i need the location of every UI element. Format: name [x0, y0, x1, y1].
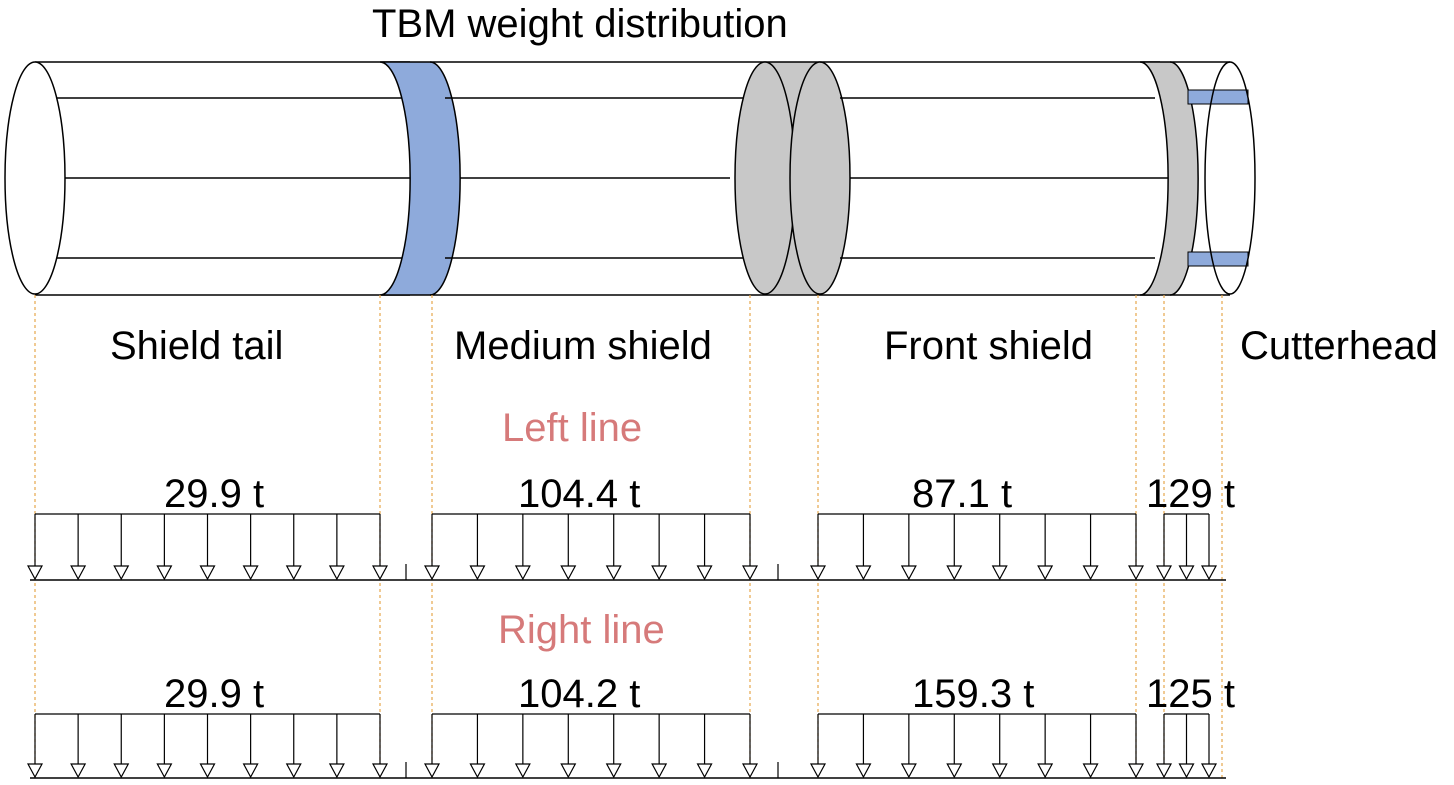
right-load-cutterhead: 125 t [1146, 672, 1235, 716]
tbm-body [4, 61, 1256, 296]
right-line-label: Right line [498, 608, 665, 652]
load-arrow-head [1037, 565, 1054, 581]
load-arrow-head [423, 565, 441, 581]
load-arrow-head [26, 565, 44, 581]
load-arrow-head [651, 565, 668, 581]
load-arrow-head [1178, 763, 1195, 779]
load-arrow-head [560, 763, 577, 779]
medium-shield-body [430, 61, 765, 296]
load-arrow-head [991, 565, 1008, 581]
load-arrow-head [946, 763, 963, 779]
load-arrow-head [156, 763, 173, 779]
load-arrow-head [1200, 763, 1218, 779]
load-arrow-head [900, 565, 917, 581]
load-arrow-head [1155, 763, 1173, 779]
load-arrow-head [696, 763, 713, 779]
load-arrow-head [809, 565, 827, 581]
right-load-medium-shield: 104.2 t [518, 672, 641, 716]
load-arrow-head [242, 565, 259, 581]
load-arrow-head [855, 763, 872, 779]
front-shield-body [820, 61, 1198, 296]
load-arrow-head [991, 763, 1008, 779]
load-arrow-head [855, 565, 872, 581]
load-arrow-head [514, 763, 531, 779]
load-arrow-head [469, 763, 486, 779]
load-diagrams [26, 513, 1226, 779]
load-arrow-head [26, 763, 44, 779]
load-arrow-head [113, 565, 130, 581]
load-arrow-head [113, 763, 130, 779]
segment-label-shield-tail: Shield tail [110, 324, 284, 368]
left-line-label: Left line [502, 406, 643, 450]
cutterhead-body [1170, 61, 1256, 296]
segment-label-cutterhead: Cutterhead [1240, 324, 1438, 368]
segment-label-medium-shield: Medium shield [454, 324, 712, 368]
load-arrow-head [946, 565, 963, 581]
segment-label-front-shield: Front shield [884, 324, 1093, 368]
shield-tail-body [4, 61, 420, 296]
load-arrow-head [328, 565, 345, 581]
load-arrow-head [560, 565, 577, 581]
load-arrow-head [809, 763, 827, 779]
load-arrow-head [242, 763, 259, 779]
load-arrow-head [1155, 565, 1173, 581]
load-arrow-head [371, 763, 389, 779]
load-arrow-head [741, 565, 759, 581]
load-arrow-head [1178, 565, 1195, 581]
load-arrow-head [514, 565, 531, 581]
load-arrow-head [1082, 763, 1099, 779]
left-line-diagram [26, 513, 1226, 581]
load-arrow-head [199, 565, 216, 581]
load-arrow-head [469, 565, 486, 581]
left-load-shield-tail: 29.9 t [164, 472, 265, 516]
load-arrow-head [1127, 763, 1145, 779]
load-arrow-head [1127, 565, 1145, 581]
load-arrow-head [70, 763, 87, 779]
load-arrow-head [285, 565, 302, 581]
load-arrow-head [605, 565, 622, 581]
load-arrow-head [285, 763, 302, 779]
right-load-front-shield: 159.3 t [912, 672, 1035, 716]
load-arrow-head [199, 763, 216, 779]
load-arrow-head [696, 565, 713, 581]
load-arrow-head [423, 763, 441, 779]
load-arrow-head [651, 763, 668, 779]
load-arrow-head [741, 763, 759, 779]
load-arrow-head [1200, 565, 1218, 581]
load-arrow-head [371, 565, 389, 581]
load-arrow-head [1082, 565, 1099, 581]
medium-front-joint [734, 61, 851, 296]
diagram-title: TBM weight distribution [372, 2, 788, 46]
left-load-cutterhead: 129 t [1146, 472, 1235, 516]
right-line-diagram [26, 713, 1226, 779]
load-arrow-head [605, 763, 622, 779]
left-load-medium-shield: 104.4 t [518, 472, 641, 516]
load-arrow-head [70, 565, 87, 581]
load-arrow-head [900, 763, 917, 779]
left-load-front-shield: 87.1 t [912, 472, 1013, 516]
load-arrow-head [1037, 763, 1054, 779]
load-arrow-head [328, 763, 345, 779]
right-load-shield-tail: 29.9 t [164, 672, 265, 716]
load-arrow-head [156, 565, 173, 581]
